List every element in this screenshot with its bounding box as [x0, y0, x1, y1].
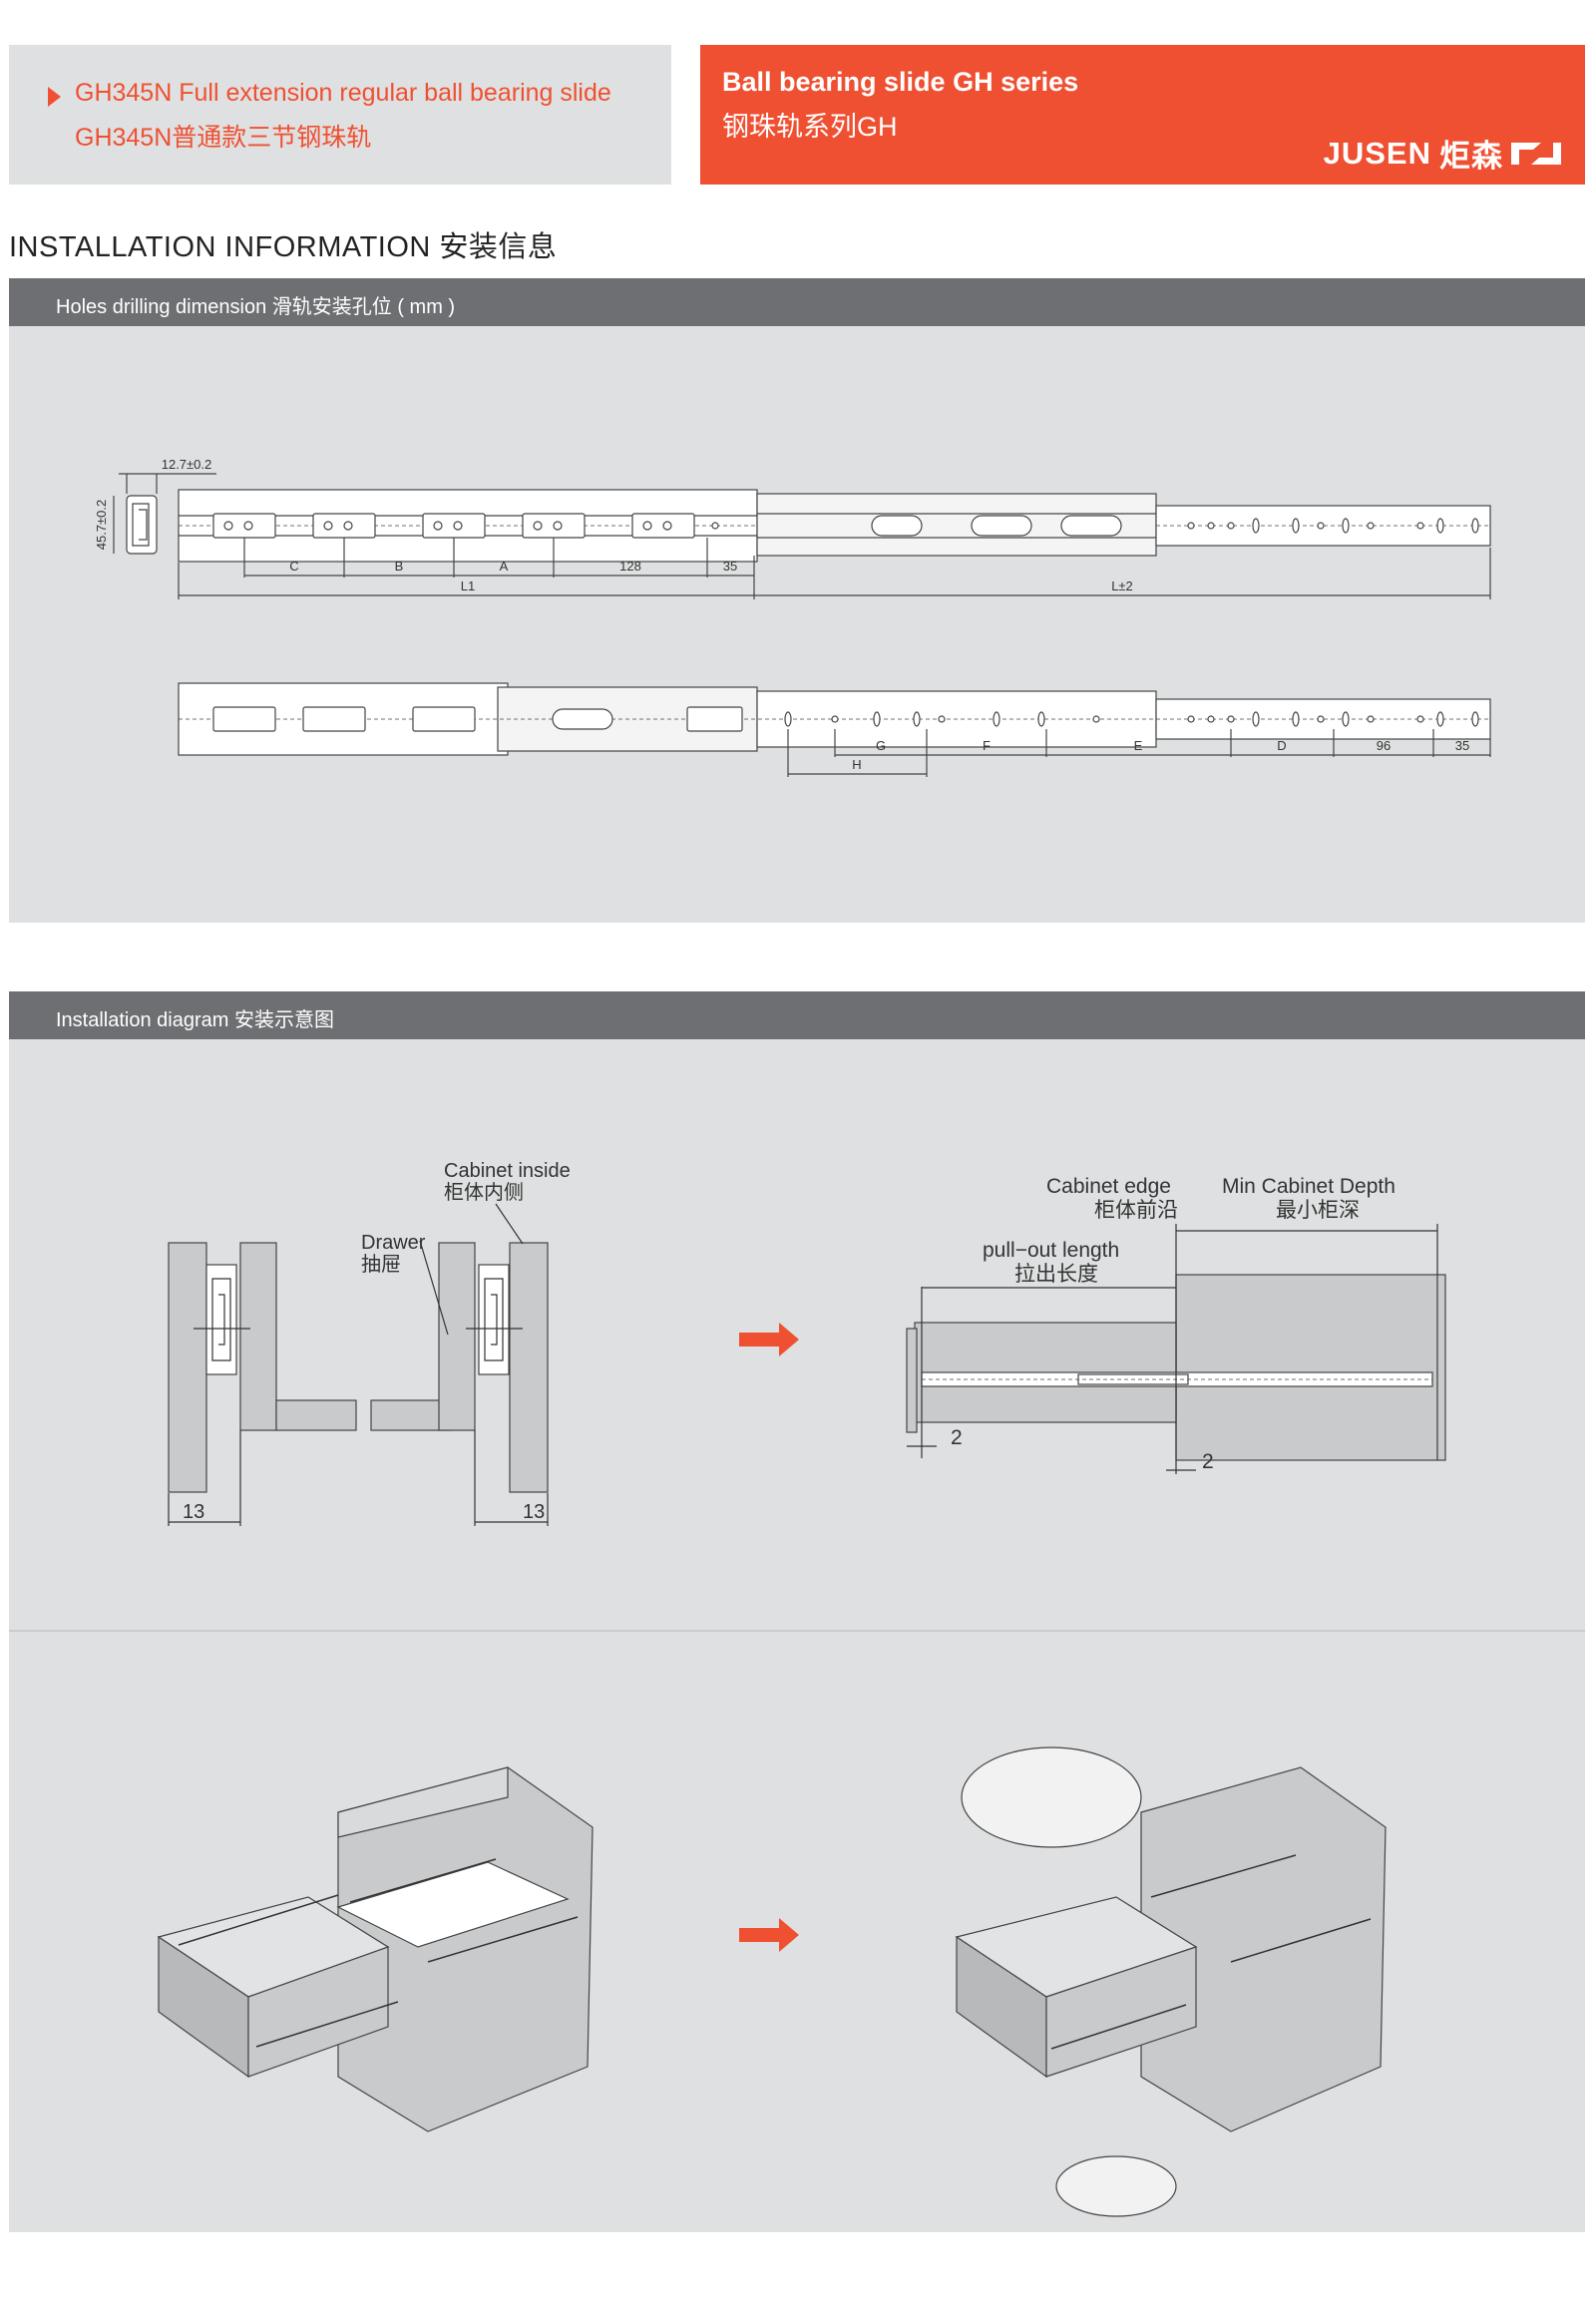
- holes-drawing-panel: 12.7±0.2 45.7±0.2 C B A 128 35 L1 L±2 G …: [9, 326, 1585, 923]
- label-drawer-cn: 抽屉: [361, 1253, 401, 1276]
- installation-drawings: Cabinet inside 柜体内侧 Drawer 抽屉 13 13 Cabi…: [9, 1160, 1585, 2217]
- dim-bottom-segment: D: [1277, 738, 1286, 753]
- dim-top-segment: 128: [619, 559, 641, 574]
- label-offset-right: 2: [1202, 1450, 1214, 1473]
- dim-l1: L1: [461, 578, 475, 593]
- diagram-section-bar: Installation diagram 安装示意图: [9, 991, 1585, 1039]
- dim-bottom-segment: F: [983, 738, 991, 753]
- installation-title: INSTALLATION INFORMATION 安装信息: [9, 231, 558, 263]
- dim-bottom-segment: 35: [1455, 738, 1469, 753]
- label-cabinet-inside-en: Cabinet inside: [444, 1160, 571, 1182]
- holes-section-title: Holes drilling dimension 滑轨安装孔位 ( mm ): [56, 296, 456, 318]
- triangle-arrow-icon: [48, 87, 61, 107]
- brand-logo: JUSEN 炬森: [1324, 131, 1561, 176]
- right-arrow-icon: [739, 1918, 799, 1952]
- jusen-logo-icon: [1511, 142, 1561, 165]
- label-pullout-en: pull−out length: [983, 1239, 1119, 1262]
- label-gap-left: 13: [183, 1501, 204, 1523]
- series-title-cn: 钢珠轨系列GH: [722, 112, 898, 142]
- dim-top-segment: B: [395, 559, 404, 574]
- product-name-en: GH345N Full extension regular ball beari…: [75, 79, 611, 107]
- label-cabinet-inside-cn: 柜体内侧: [444, 1181, 524, 1204]
- dim-l: L±2: [1111, 578, 1133, 593]
- dim-top-segment: A: [500, 559, 509, 574]
- label-min-depth-cn: 最小柜深: [1276, 1199, 1360, 1222]
- diagram-section-title: Installation diagram 安装示意图: [56, 1009, 334, 1031]
- holes-section-bar: Holes drilling dimension 滑轨安装孔位 ( mm ): [9, 278, 1585, 326]
- product-header: GH345N Full extension regular ball beari…: [9, 45, 671, 185]
- label-offset-left: 2: [951, 1426, 963, 1449]
- label-gap-right: 13: [523, 1501, 545, 1523]
- product-name-cn: GH345N普通款三节钢珠轨: [75, 124, 372, 152]
- label-cabinet-edge-cn: 柜体前沿: [1094, 1199, 1178, 1222]
- brand-name-cn: 炬森: [1439, 139, 1503, 174]
- dim-top-segment: C: [289, 559, 298, 574]
- dim-bottom-segment: E: [1134, 738, 1143, 753]
- dim-bottom-segment: G: [876, 738, 886, 753]
- brand-name-en: JUSEN: [1323, 135, 1431, 171]
- label-drawer-en: Drawer: [361, 1232, 426, 1254]
- dim-rail-width: 12.7±0.2: [162, 457, 212, 472]
- dim-top-segment: 35: [723, 559, 737, 574]
- holes-drawing: 12.7±0.2 45.7±0.2 C B A 128 35 L1 L±2 G …: [94, 457, 1491, 777]
- series-header: Ball bearing slide GH series 钢珠轨系列GH JUS…: [700, 45, 1585, 185]
- diagram-panel: Cabinet inside 柜体内侧 Drawer 抽屉 13 13 Cabi…: [9, 1039, 1585, 2232]
- dim-rail-height: 45.7±0.2: [94, 500, 109, 551]
- label-min-depth-en: Min Cabinet Depth: [1222, 1175, 1396, 1198]
- label-cabinet-edge-en: Cabinet edge: [1046, 1175, 1171, 1198]
- dim-bottom-segment: 96: [1377, 738, 1391, 753]
- dim-h: H: [852, 757, 861, 772]
- series-title-en: Ball bearing slide GH series: [722, 67, 1079, 97]
- right-arrow-icon: [739, 1323, 799, 1356]
- label-pullout-cn: 拉出长度: [1014, 1263, 1098, 1286]
